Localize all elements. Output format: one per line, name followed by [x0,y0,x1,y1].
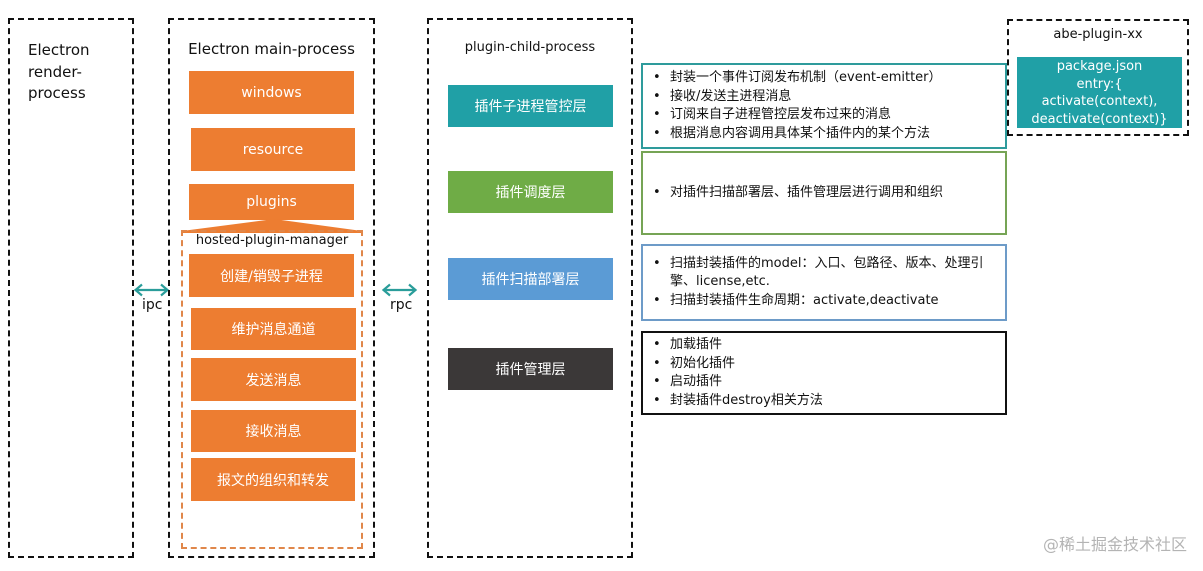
plugin-package-title: abe-plugin-xx [1053,27,1143,42]
hpm-item-receive-message: 接收消息 [191,410,356,452]
layer-child-process-control: 插件子进程管控层 [448,85,613,127]
desc-item: 根据消息内容调用具体某个插件内的某个方法 [651,125,999,144]
ipc-label: ipc [142,297,163,313]
desc-scan-deploy: 扫描封装插件的model：入口、包路径、版本、处理引擎、license,etc.… [641,244,1007,321]
layer-scan-deploy: 插件扫描部署层 [448,258,613,300]
desc-item: 订阅来自子进程管控层发布过来的消息 [651,106,999,125]
main-process-title: Electron main-process [188,40,355,58]
desc-item: 扫描封装插件的model：入口、包路径、版本、处理引擎、license,etc. [651,255,999,292]
plugin-package-container: abe-plugin-xx [1007,19,1189,136]
module-resource: resource [191,128,355,171]
rpc-label: rpc [390,297,413,313]
layer-plugin-management: 插件管理层 [448,348,613,390]
render-process-container: Electron render- process [8,18,134,558]
package-json-box: package.json entry:{ activate(context), … [1017,57,1182,128]
hpm-item-send-message: 发送消息 [191,358,356,401]
hosted-plugin-manager-container: hosted-plugin-manager [181,230,363,549]
desc-item: 加载插件 [651,336,999,355]
plugin-child-process-container: plugin-child-process [427,18,633,558]
hpm-item-message-forwarding: 报文的组织和转发 [191,458,355,501]
desc-plugin-management: 加载插件 初始化插件 启动插件 封装插件destroy相关方法 [641,331,1007,415]
hpm-item-create-destroy: 创建/销毁子进程 [189,254,354,297]
desc-item: 封装一个事件订阅发布机制（event-emitter） [651,69,999,88]
render-process-title: Electron render- process [28,41,90,102]
main-process-container: Electron main-process [168,18,375,558]
hpm-item-maintain-channel: 维护消息通道 [191,308,356,350]
plugins-expand-triangle [182,219,362,233]
desc-scheduling: 对插件扫描部署层、插件管理层进行调用和组织 [641,151,1007,235]
desc-item: 封装插件destroy相关方法 [651,392,999,411]
plugin-child-process-title: plugin-child-process [464,40,596,55]
module-plugins: plugins [189,184,354,220]
desc-item: 扫描封装插件生命周期：activate,deactivate [651,292,999,311]
ipc-double-arrow-icon [133,283,170,297]
module-windows: windows [189,71,354,114]
desc-child-process-control: 封装一个事件订阅发布机制（event-emitter） 接收/发送主进程消息 订… [641,63,1007,149]
layer-scheduling: 插件调度层 [448,171,613,213]
desc-item: 对插件扫描部署层、插件管理层进行调用和组织 [651,184,999,203]
rpc-double-arrow-icon [381,283,418,297]
desc-item: 接收/发送主进程消息 [651,88,999,107]
watermark: @稀土掘金技术社区 [1042,535,1187,554]
hosted-plugin-manager-title: hosted-plugin-manager [195,233,349,248]
desc-item: 启动插件 [651,373,999,392]
desc-item: 初始化插件 [651,355,999,374]
